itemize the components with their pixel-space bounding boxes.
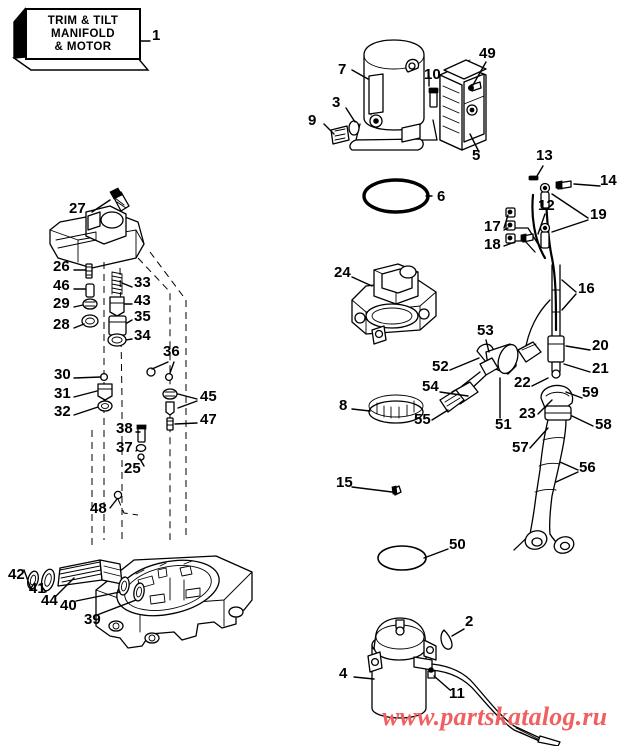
callout-30: 30	[54, 366, 71, 383]
callout-46: 46	[53, 277, 70, 294]
valve-body-art	[49, 187, 187, 545]
o-ring-6	[362, 178, 430, 214]
callout-49: 49	[479, 45, 496, 62]
callout-57: 57	[512, 439, 529, 456]
callout-59: 59	[582, 384, 599, 401]
callout-16: 16	[578, 280, 595, 297]
callout-20: 20	[592, 337, 609, 354]
callout-15: 15	[336, 474, 353, 491]
callout-38: 38	[116, 420, 133, 437]
title-box-text: TRIM & TILT MANIFOLD & MOTOR	[27, 10, 139, 58]
callout-43: 43	[134, 292, 151, 309]
callout-44: 44	[41, 592, 58, 609]
callout-48: 48	[90, 500, 107, 517]
callout-40: 40	[60, 597, 77, 614]
leader-lines	[23, 61, 601, 691]
callout-34: 34	[134, 327, 151, 344]
reservoir-art	[349, 39, 438, 151]
callout-23: 23	[519, 405, 536, 422]
reservoir-cap-parts	[330, 120, 360, 145]
callout-26: 26	[53, 258, 70, 275]
callout-36: 36	[163, 343, 180, 360]
callout-24: 24	[334, 264, 351, 281]
title-box: TRIM & TILT MANIFOLD & MOTOR	[25, 8, 141, 60]
manifold-base-art	[27, 555, 253, 649]
callout-7: 7	[338, 61, 347, 78]
clamp-ring-8	[368, 394, 424, 424]
callout-5: 5	[472, 147, 481, 164]
callout-28: 28	[53, 316, 70, 333]
callout-6: 6	[437, 188, 446, 205]
callout-9: 9	[308, 112, 317, 129]
callout-58: 58	[595, 416, 612, 433]
callout-47: 47	[200, 411, 217, 428]
callout-14: 14	[600, 172, 617, 189]
callout-22: 22	[514, 374, 531, 391]
callout-19: 19	[590, 206, 607, 223]
callout-54: 54	[422, 378, 439, 395]
callout-37: 37	[116, 439, 133, 456]
callout-50: 50	[449, 536, 466, 553]
callout-55: 55	[414, 411, 431, 428]
callout-21: 21	[592, 360, 609, 377]
site-watermark: www.partskatalog.ru	[382, 702, 608, 731]
callout-1: 1	[152, 27, 161, 44]
callout-45: 45	[200, 388, 217, 405]
callout-25: 25	[124, 460, 141, 477]
callout-17: 17	[484, 218, 501, 235]
battery-cable-art	[513, 384, 575, 554]
callout-18: 18	[484, 236, 501, 253]
callout-35: 35	[134, 308, 151, 325]
o-ring-50	[377, 545, 427, 571]
callout-52: 52	[432, 358, 449, 375]
callout-12: 12	[538, 197, 555, 214]
callout-11: 11	[449, 685, 465, 702]
callout-42: 42	[8, 566, 25, 583]
callout-41: 41	[29, 580, 46, 597]
wire-harness-art	[505, 175, 572, 379]
callout-10: 10	[424, 66, 441, 83]
callout-33: 33	[134, 274, 151, 291]
callout-32: 32	[54, 403, 71, 420]
callout-4: 4	[339, 665, 348, 682]
callout-13: 13	[536, 147, 553, 164]
reservoir-plug	[428, 87, 439, 108]
motor-art	[367, 617, 561, 746]
callout-3: 3	[332, 94, 341, 111]
title-line-2: MANIFOLD	[51, 27, 115, 40]
callout-53: 53	[477, 322, 494, 339]
title-line-3: & MOTOR	[54, 40, 112, 53]
callout-56: 56	[579, 459, 596, 476]
manifold-assembly-art	[351, 263, 437, 345]
callout-31: 31	[54, 385, 71, 402]
callout-29: 29	[53, 295, 70, 312]
callout-39: 39	[84, 611, 101, 628]
callout-51: 51	[495, 416, 512, 433]
screw-15	[391, 485, 402, 496]
title-line-1: TRIM & TILT	[47, 14, 119, 27]
callout-27: 27	[69, 200, 86, 217]
callout-8: 8	[339, 397, 348, 414]
valve-connector-art	[439, 343, 519, 413]
callout-2: 2	[465, 613, 474, 630]
